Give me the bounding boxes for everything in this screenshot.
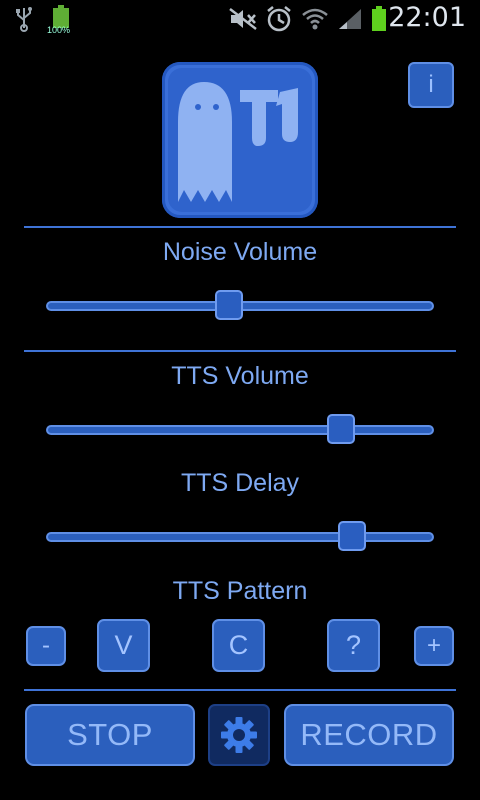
wifi-icon (300, 0, 330, 38)
battery-icon (50, 0, 72, 38)
pattern-question-label: ? (345, 630, 362, 660)
mute-icon (226, 0, 260, 38)
pattern-decrease-label: - (42, 632, 50, 659)
divider (24, 350, 456, 352)
stop-button[interactable]: STOP (25, 704, 195, 766)
pattern-increase-button[interactable]: + (414, 626, 454, 666)
battery-percent-label: 100% (47, 25, 71, 35)
clock: 22:01 (388, 2, 466, 33)
divider (24, 226, 456, 228)
tts-volume-label: TTS Volume (171, 362, 309, 390)
slider-track[interactable] (46, 425, 434, 435)
pattern-increase-label: + (426, 632, 441, 659)
tts-volume-slider[interactable] (46, 413, 434, 449)
noise-volume-label: Noise Volume (162, 238, 318, 266)
stop-button-label: STOP (67, 717, 153, 752)
divider (24, 689, 456, 691)
slider-thumb[interactable] (327, 414, 355, 444)
app-logo-icon (162, 62, 318, 218)
pattern-c-label: C (228, 630, 249, 660)
pattern-v-button[interactable]: V (97, 619, 150, 672)
record-button[interactable]: RECORD (284, 704, 454, 766)
settings-button[interactable] (208, 704, 270, 766)
pattern-v-label: V (114, 630, 133, 660)
pattern-decrease-button[interactable]: - (26, 626, 66, 666)
pattern-question-button[interactable]: ? (327, 619, 380, 672)
status-bar: 100% 22:01 (0, 0, 480, 38)
slider-thumb[interactable] (215, 290, 243, 320)
signal-icon (336, 0, 364, 38)
slider-track[interactable] (46, 532, 434, 542)
gear-icon (221, 717, 257, 753)
pattern-c-button[interactable]: C (212, 619, 265, 672)
tts-delay-label: TTS Delay (180, 469, 300, 497)
tts-delay-slider[interactable] (46, 520, 434, 556)
noise-volume-slider[interactable] (46, 289, 434, 325)
alarm-icon (264, 0, 294, 38)
slider-thumb[interactable] (338, 521, 366, 551)
info-button-label: i (428, 71, 434, 98)
battery-status-icon (368, 0, 390, 38)
usb-icon (10, 0, 38, 38)
tts-pattern-label: TTS Pattern (172, 577, 308, 605)
record-button-label: RECORD (300, 717, 438, 752)
info-button[interactable]: i (408, 62, 454, 108)
